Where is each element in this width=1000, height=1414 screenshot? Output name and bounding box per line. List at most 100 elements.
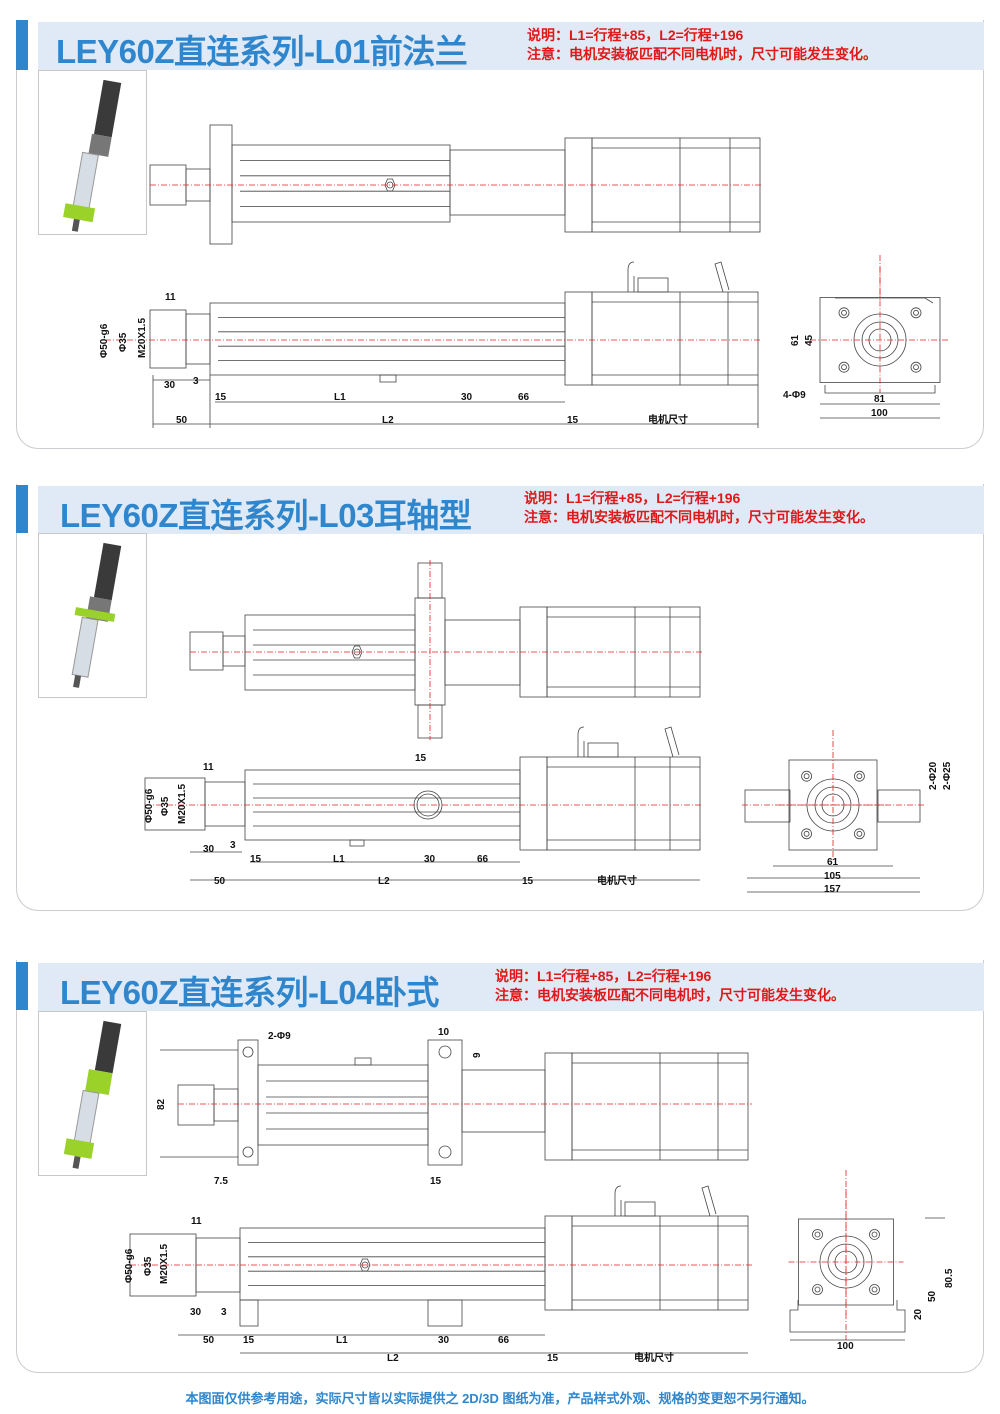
actuator-render-image [63,1020,122,1169]
dim-label: 50 [214,876,226,887]
product-photo-l04 [38,1011,147,1176]
hex-plug-icon [351,645,363,659]
dim-label: Φ35 [118,332,129,352]
bolt-icon [856,773,863,780]
bolt-icon [869,1229,880,1240]
section-header-band [38,963,984,1011]
bolt-icon [812,1229,823,1240]
motor-flange [544,1052,573,1161]
base-foot [789,1300,906,1333]
section-note-warning: 注意：电机安装板匹配不同电机时，尺寸可能发生变化。 [524,509,874,525]
section-title: LEY60Z直连系列-L04卧式 [60,974,439,1011]
product-photo-l03 [38,533,147,698]
dim-label: 15 [547,1353,559,1364]
mount-hole [438,1145,452,1159]
cable-connector [701,1185,717,1217]
rod-neck [204,781,246,827]
bolt-icon [910,307,922,319]
dim-label: 30 [203,844,215,855]
section-l04-frame [16,960,984,1373]
dimension-labels-l03: 11 15 Φ50-g6 Φ35 M20X1.5 30 3 15 L1 30 6… [144,753,953,895]
dim-label: M20X1.5 [177,784,188,824]
rod-end [149,309,187,369]
dim-label: 15 [243,1335,255,1346]
section-note-description: 说明：L1=行程+85，L2=行程+196 [524,490,741,506]
bolt-icon [913,309,919,316]
dim-label: 15 [215,392,227,403]
dim-label: 61 [790,334,801,346]
dim-label: 10 [438,1027,450,1038]
bolt-icon [854,770,865,782]
dim-label: M20X1.5 [137,318,148,358]
connector-block [587,742,619,758]
bolt-icon [913,364,919,371]
section-title: LEY60Z直连系列-L03耳轴型 [60,497,472,534]
mount-hole [438,1045,452,1059]
dim-label: 50 [927,1290,938,1302]
dim-label: L1 [334,392,346,403]
cable-connector [664,726,680,758]
dim-label: 105 [824,871,841,882]
section-l03-frame [16,484,984,911]
trunnion-shaft [744,789,791,823]
bolt-icon [910,361,922,373]
motor-flange [519,756,548,851]
dim-label: 15 [430,1176,442,1187]
motor-flange [564,291,593,386]
bolt-icon [871,1286,878,1293]
section-accent-bar [16,20,28,70]
trunnion-shaft [877,789,921,823]
dim-label: 66 [477,854,489,865]
bolt-icon [838,361,850,373]
grease-nipple [379,374,397,383]
dim-label: 30 [190,1307,202,1318]
actuator-body [444,619,521,686]
grease-nipple [354,1057,372,1066]
bolt-icon [814,1231,821,1238]
bolt-icon [841,364,847,371]
dim-label: 50 [203,1335,215,1346]
dim-label: 30 [461,392,473,403]
dim-label: M20X1.5 [159,1244,170,1284]
dim-label: 3 [230,840,236,851]
section-header-band [38,22,984,70]
rod-neck [222,635,246,667]
bolt-icon [814,1286,821,1293]
dim-label: 电机尺寸 [597,874,637,887]
dimension-labels-l04: 2-Φ9 10 9 82 7.5 15 11 Φ50-g6 Φ35 M20X1.… [124,1027,955,1364]
bolt-icon [854,828,865,840]
bolt-icon [803,773,810,780]
dim-label: L1 [333,854,345,865]
dim-label: 30 [438,1335,450,1346]
actuator-body [239,1227,546,1301]
actuator-body [209,302,566,376]
bolt-icon [803,830,810,837]
cable-connector [577,726,585,757]
bolt-icon [869,1284,880,1295]
dim-label: 81 [874,394,886,405]
actuator-render-image [63,79,122,232]
mount-hole [242,1146,254,1158]
dim-label: 66 [518,392,530,403]
dim-label: 30 [164,380,176,391]
motor-body [591,291,759,386]
dim-label: Φ35 [160,796,171,816]
connector-block [637,277,669,293]
rod-end [189,631,224,671]
actuator-body [461,1069,546,1133]
foot [239,1299,259,1327]
section-note-warning: 注意：电机安装板匹配不同电机时，尺寸可能发生变化。 [495,987,845,1003]
grease-nipple [349,839,365,847]
dim-label: 30 [424,854,436,865]
dim-label: 66 [498,1335,510,1346]
section-l01-frame [16,20,984,449]
foot [427,1299,463,1327]
dim-label: 3 [193,376,199,387]
dim-label: 15 [250,854,262,865]
dim-label: 15 [415,753,427,764]
dim-label: 2-Φ9 [268,1031,291,1042]
dim-label: 15 [567,415,579,426]
cable-connector [627,261,635,292]
motor-body [546,756,701,851]
